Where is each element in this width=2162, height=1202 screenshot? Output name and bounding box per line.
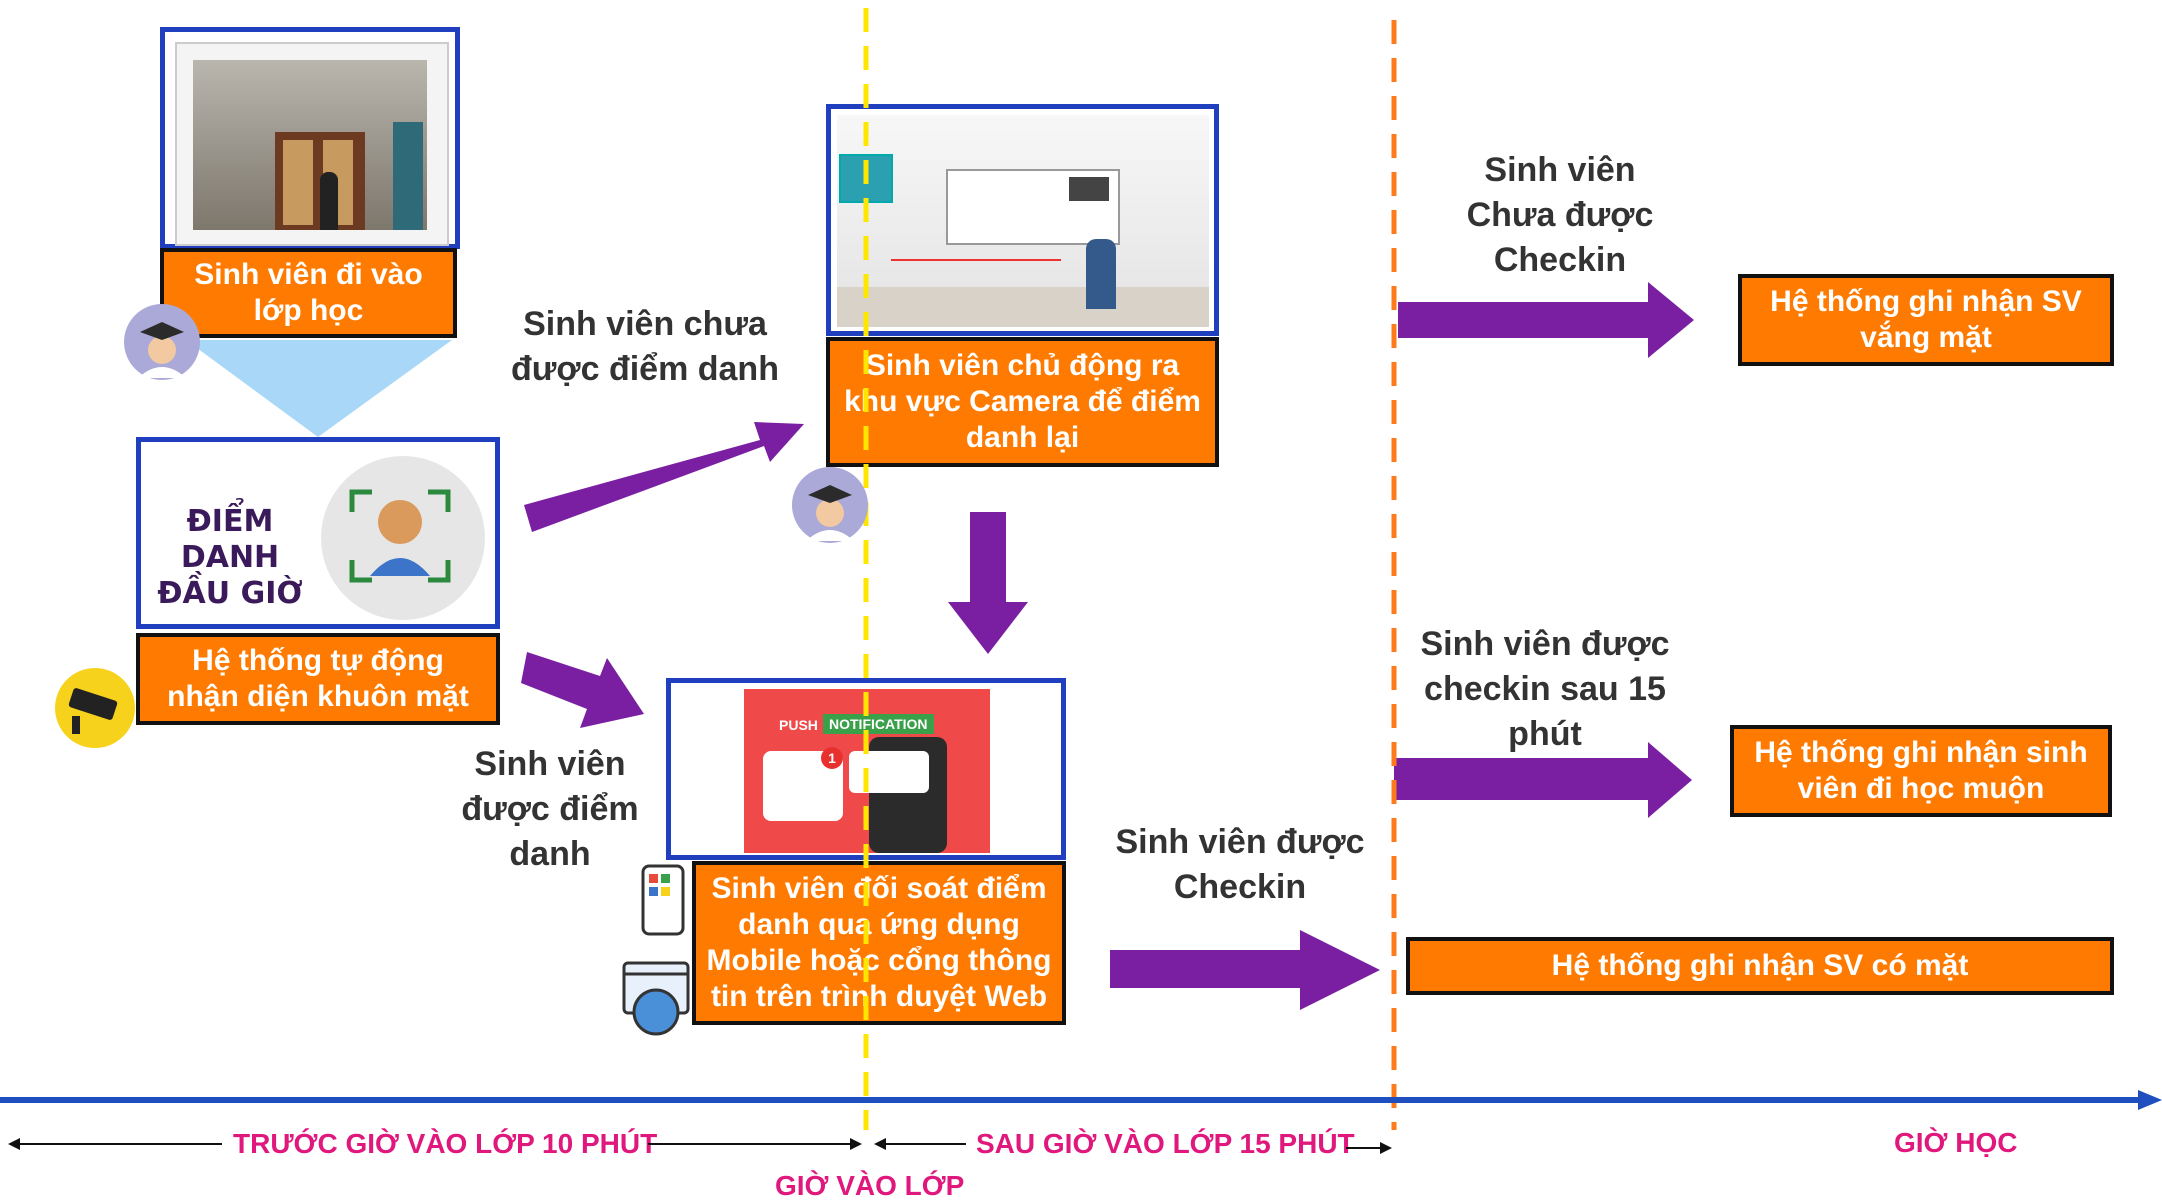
timeline-before-label: TRƯỚC GIỜ VÀO LỚP 10 PHÚT — [233, 1128, 658, 1159]
arrow-to-app — [521, 652, 644, 728]
timeline-after-label: SAU GIỜ VÀO LỚP 15 PHÚT — [976, 1128, 1355, 1159]
label-checked: Sinh viên được điểm danh — [461, 745, 639, 873]
arrow-to-camera — [524, 422, 804, 532]
absent-box: Hệ thống ghi nhận SV vắng mặt — [1738, 274, 2114, 366]
web-browser-icon — [622, 961, 690, 1036]
present-box: Hệ thống ghi nhận SV có mặt — [1406, 937, 2114, 995]
arrow-down-camera-to-app — [948, 512, 1028, 654]
attendance-title-line1: ĐIỂM DANH — [180, 504, 280, 575]
arrow-to-absent — [1398, 282, 1694, 358]
arrow-to-present — [1110, 930, 1380, 1010]
face-scan-brackets — [349, 489, 451, 583]
push-label: PUSH — [779, 717, 818, 733]
timeline-arrowhead — [2138, 1090, 2162, 1110]
notification-badge: 1 — [821, 747, 843, 769]
attendance-panel: ĐIỂM DANH ĐẦU GIỜ — [136, 437, 500, 629]
attendance-title: ĐIỂM DANH ĐẦU GIỜ — [155, 504, 305, 612]
funnel-shape — [186, 340, 452, 437]
enter-class-box: Sinh viên đi vào lớp học — [160, 248, 457, 338]
label-checkin-after-15: Sinh viên được checkin sau 15 phút — [1420, 625, 1670, 753]
timeline-class-start-label: GIỜ VÀO LỚP — [775, 1170, 965, 1201]
label-checkin: Sinh viên được Checkin — [1115, 823, 1365, 906]
go-to-camera-box: Sinh viên chủ động ra khu vực Camera để … — [826, 337, 1219, 467]
cctv-camera-icon — [55, 668, 135, 748]
timeline-class-time-label: GIỜ HỌC — [1894, 1127, 2018, 1158]
label-not-checked: Sinh viên chưa được điểm danh — [511, 305, 779, 388]
verify-app-box: Sinh viên đối soát điểm danh qua ứng dụn… — [692, 861, 1066, 1025]
auto-face-recognition-box: Hệ thống tự động nhận diện khuôn mặt — [136, 633, 500, 725]
mobile-app-icon — [641, 864, 685, 936]
label-not-checkin: Sinh viên Chưa được Checkin — [1466, 151, 1654, 279]
smart-classroom-photo — [826, 104, 1219, 336]
arrow-to-late — [1394, 742, 1692, 818]
notification-label: NOTIFICATION — [823, 714, 934, 734]
student-avatar-icon — [124, 304, 200, 380]
student-avatar-icon-2 — [792, 467, 868, 543]
attendance-title-line2: ĐẦU GIỜ — [157, 576, 303, 611]
classroom-door-photo — [160, 27, 460, 249]
late-box: Hệ thống ghi nhận sinh viên đi học muộn — [1730, 725, 2112, 817]
